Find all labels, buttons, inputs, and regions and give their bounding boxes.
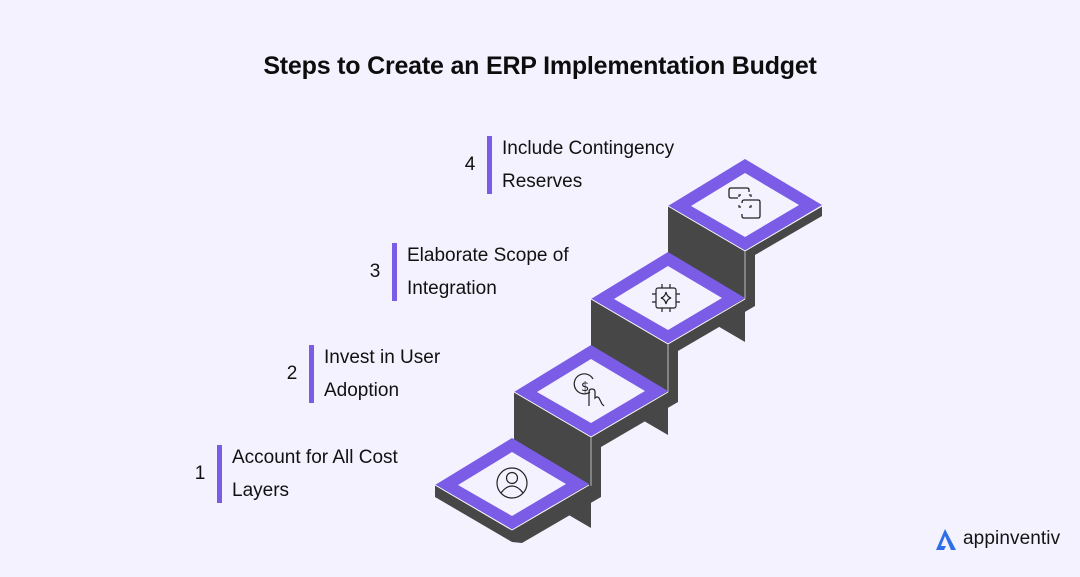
brand-name: appinventiv [963,528,1061,549]
page-title: Steps to Create an ERP Implementation Bu… [263,52,817,80]
step-label-1: 1 Account for All Cost Layers [193,441,398,507]
step-number: 1 [194,463,206,484]
step-accent-bar [309,345,314,403]
step-number: 3 [369,261,381,282]
focus-frame-icon [728,187,761,219]
step-accent-bar [487,136,492,194]
chip-sparkle-icon [652,284,680,312]
step-label-3: 3 Elaborate Scope of Integration [368,239,569,305]
step-accent-bar [392,243,397,301]
user-profile-icon [496,467,528,499]
step-accent-bar [217,445,222,503]
step-title-line1: Elaborate Scope of [407,245,569,266]
svg-text:$: $ [581,380,589,395]
step-title-line1: Invest in User [324,347,441,368]
step-title-line2: Adoption [324,380,400,401]
step-title-line2: Layers [232,480,290,501]
step-title-line2: Integration [407,278,497,299]
step-block-1 [434,438,601,543]
brand-logo: appinventiv [933,526,1060,552]
step-number: 2 [286,363,298,384]
step-number: 4 [464,154,476,175]
step-title-line1: Include Contingency [502,138,675,159]
dollar-hand-icon: $ [573,373,605,407]
step-title-line2: Reserves [502,171,583,192]
appinventiv-logo-icon [936,529,956,550]
step-title-line1: Account for All Cost [232,447,398,468]
step-label-2: 2 Invest in User Adoption [285,341,440,407]
step-label-4: 4 Include Contingency Reserves [463,132,674,198]
